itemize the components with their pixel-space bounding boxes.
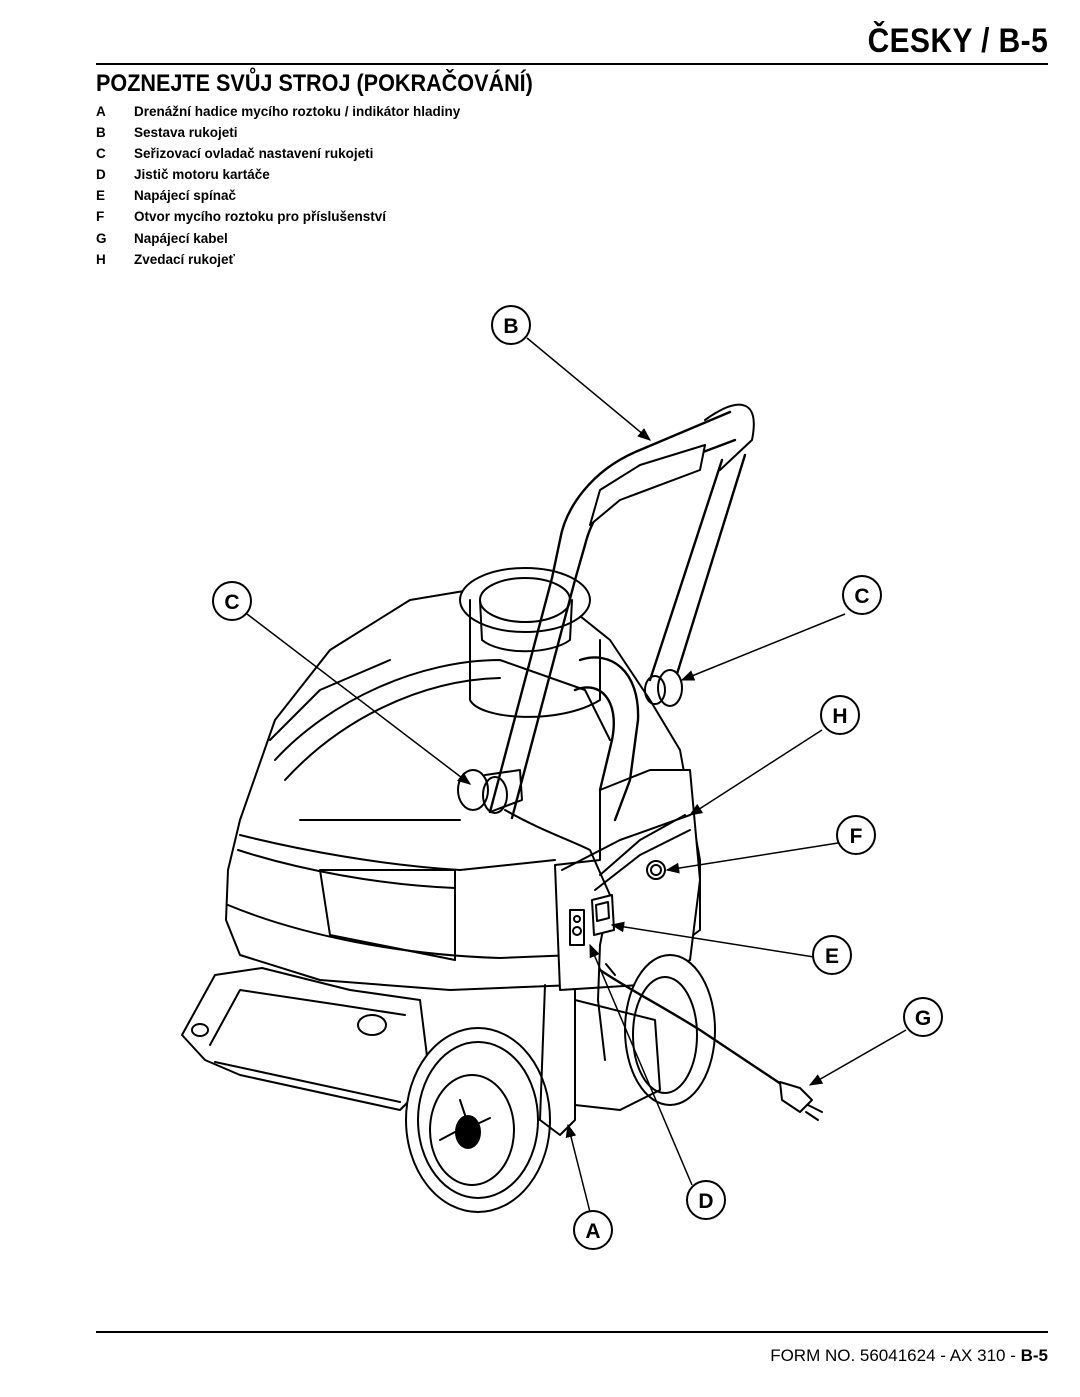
part-letter: D [96,167,106,183]
part-letter: H [96,251,106,267]
part-description: Napájecí kabel [134,230,228,246]
list-item: E Napájecí spínač [96,185,460,206]
footer: FORM NO. 56041624 - AX 310 - B-5 [770,1346,1048,1366]
part-letter: A [96,104,106,119]
leader-line-c-right [680,613,846,681]
callout-c-left: C [212,581,252,621]
leader-line-b [526,337,652,441]
callout-g: G [903,997,943,1037]
header-divider [96,63,1048,65]
callout-h: H [820,695,860,735]
list-item: H Zvedací rukojeť [96,249,460,270]
leader-line-g [808,1029,907,1086]
footer-page-number: B-5 [1020,1346,1048,1365]
leader-line-a [565,1123,591,1213]
list-item: A Drenážní hadice mycího roztoku / indiká… [96,101,460,122]
part-letter: F [96,209,105,225]
callout-d: D [686,1180,726,1220]
machine-drawing [181,403,823,1213]
part-letter: C [96,146,106,162]
part-letter: G [96,230,107,246]
list-item: C Seřizovací ovladač nastavení rukojeti [96,143,460,164]
list-item: F Otvor mycího roztoku pro příslušenství [96,206,460,227]
part-description: Drenážní hadice mycího roztoku / indikát… [134,104,461,119]
parts-list: A Drenážní hadice mycího roztoku / indiká… [96,101,460,270]
leader-line-f [665,842,839,874]
callout-label-f: F [850,825,863,848]
leader-line-e [610,921,815,958]
leader-line-c-left [246,613,472,785]
callout-label-d: D [698,1190,713,1213]
part-description: Sestava rukojeti [134,125,238,141]
leader-line-d [589,943,693,1186]
callout-label-e: E [825,945,839,968]
part-description: Zvedací rukojeť [134,251,236,267]
part-description: Jistič motoru kartáče [134,167,270,183]
part-description: Otvor mycího roztoku pro příslušenství [134,209,387,225]
part-letter: B [96,125,106,141]
callout-f: F [836,815,876,855]
section-title: POZNEJTE SVŮJ STROJ (POKRAČOVÁNÍ) [96,70,533,97]
callout-label-h: H [832,705,847,728]
callout-label-c-right: C [854,585,869,608]
part-description: Seřizovací ovladač nastavení rukojeti [134,146,374,162]
part-description: Napájecí spínač [134,188,237,204]
list-item: G Napájecí kabel [96,228,460,249]
leader-lines [246,337,907,1213]
callout-c-right: C [842,575,882,615]
part-letter: E [96,188,106,204]
callout-label-b: B [503,315,518,338]
list-item: D Jistič motoru kartáče [96,164,460,185]
callout-a: A [573,1210,613,1250]
callout-b: B [491,305,531,345]
callout-label-c-left: C [224,591,239,614]
list-item: B Sestava rukojeti [96,122,460,143]
footer-form-number: FORM NO. 56041624 - AX 310 - [770,1346,1021,1365]
leader-line-h [688,729,823,816]
callout-e: E [812,935,852,975]
callout-label-g: G [915,1007,931,1030]
callout-label-a: A [585,1220,600,1243]
footer-divider [96,1331,1048,1333]
page-header-title: ČESKY / B-5 [867,22,1048,60]
